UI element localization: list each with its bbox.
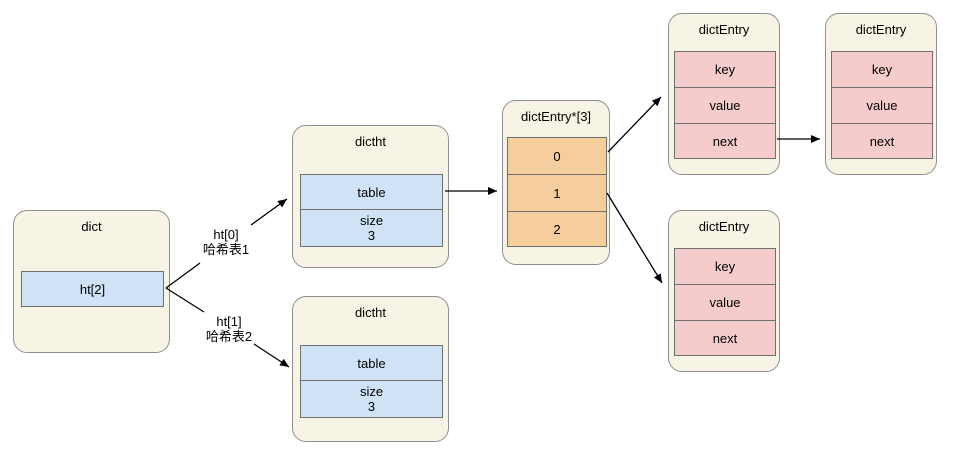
dict-node-title: dict <box>81 219 102 234</box>
dict-node: dict ht[2] <box>13 210 170 353</box>
edge-label-ht1-line1: ht[1] <box>216 314 242 329</box>
dictentry-value-cell: value <box>831 87 933 124</box>
bucket-slot-0: 0 <box>507 137 607 175</box>
edge-label-ht1: ht[1] 哈希表2 <box>193 314 265 344</box>
edge-label-ht0-line2: 哈希表1 <box>202 242 250 257</box>
dictht-bottom-size-cell: size 3 <box>300 380 443 418</box>
dictht-top-node: dictht table size 3 <box>292 125 449 268</box>
dictentry-bottom-node: dictEntry key value next <box>668 210 780 372</box>
dictentry-title: dictEntry <box>698 22 750 37</box>
dictentry-value-cell: value <box>674 284 776 321</box>
dictht-bottom-title: dictht <box>354 305 387 320</box>
dictht-top-title: dictht <box>354 134 387 149</box>
size-field-label: size <box>359 384 384 399</box>
dictht-bottom-node: dictht table size 3 <box>292 296 449 442</box>
arrow-dict-to-dictht-bottom-seg2 <box>253 343 290 368</box>
dictentry-value-cell: value <box>674 87 776 124</box>
dictentry-top-left-node: dictEntry key value next <box>668 13 780 175</box>
dictht-top-size-cell: size 3 <box>300 209 443 247</box>
dictentry-next-cell: next <box>831 123 933 159</box>
dictentry-title: dictEntry <box>698 219 750 234</box>
dictht-bottom-table-cell: table <box>300 345 443 381</box>
arrow-dict-to-dictht-top-seg2 <box>250 198 288 226</box>
arrow-dict-to-dictht-bottom-seg1 <box>165 287 205 313</box>
dictentry-top-right-node: dictEntry key value next <box>825 13 937 175</box>
bucket-array-title: dictEntry*[3] <box>520 109 592 124</box>
dict-ht-cell: ht[2] <box>21 271 164 307</box>
arrow-slot1-to-entry-bottom <box>606 192 663 284</box>
dictht-top-table-cell: table <box>300 174 443 210</box>
size-field-value: 3 <box>367 228 376 243</box>
size-field-value: 3 <box>367 399 376 414</box>
arrow-dict-to-dictht-top-seg1 <box>165 262 201 289</box>
dictentry-next-cell: next <box>674 123 776 159</box>
bucket-slot-2: 2 <box>507 211 607 247</box>
size-field-label: size <box>359 213 384 228</box>
dictentry-next-cell: next <box>674 320 776 356</box>
arrow-slot0-to-entry-top-left <box>607 96 662 153</box>
dictentry-key-cell: key <box>674 248 776 285</box>
edge-label-ht0: ht[0] 哈希表1 <box>190 227 262 257</box>
bucket-slot-1: 1 <box>507 174 607 212</box>
edge-label-ht1-line2: 哈希表2 <box>205 329 253 344</box>
bucket-array-node: dictEntry*[3] 0 1 2 <box>502 100 610 265</box>
dictentry-key-cell: key <box>674 51 776 88</box>
edge-label-ht0-line1: ht[0] <box>213 227 239 242</box>
dictentry-title: dictEntry <box>855 22 907 37</box>
dictentry-key-cell: key <box>831 51 933 88</box>
